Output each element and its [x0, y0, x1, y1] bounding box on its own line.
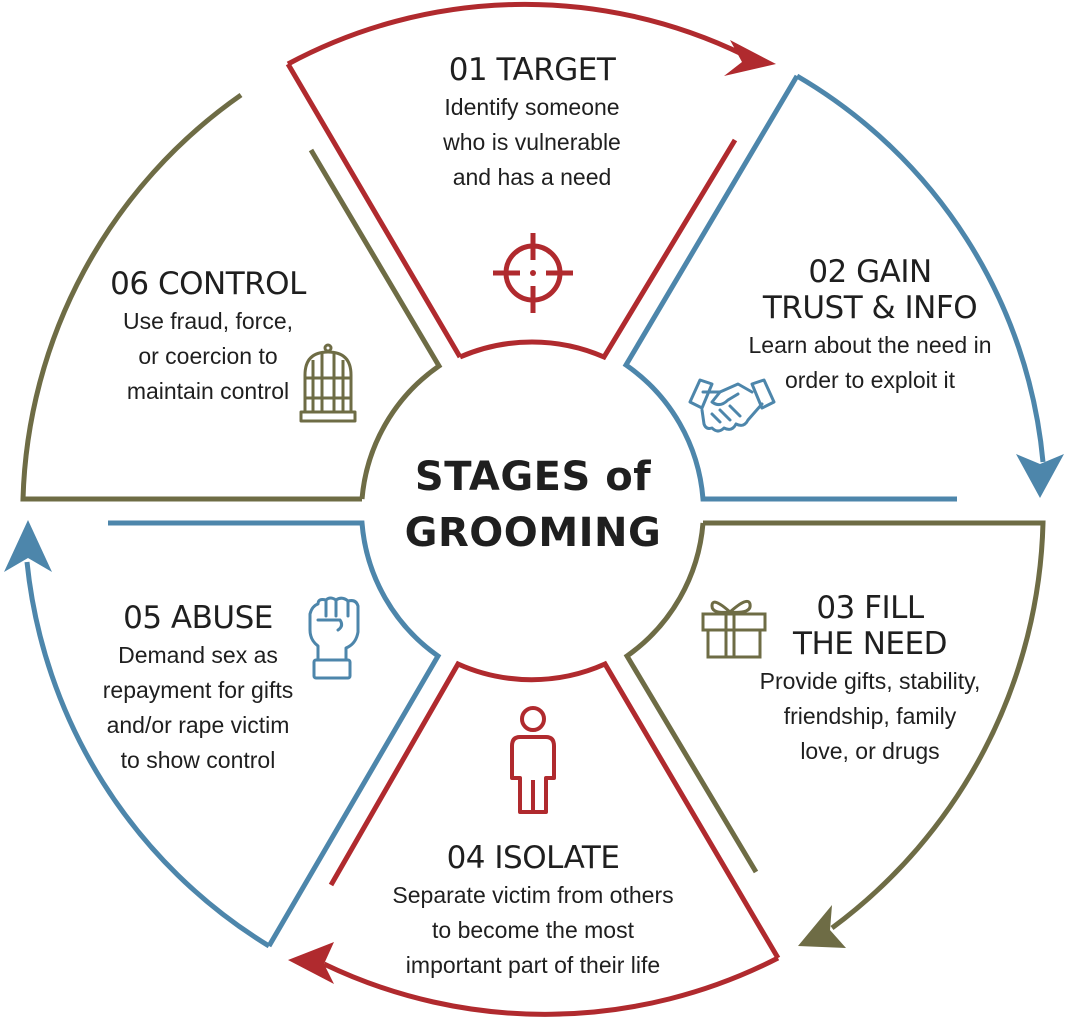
segment-04-isolate-outline	[328, 660, 781, 960]
stage-title-line-2: TRUST & INFO	[762, 290, 978, 326]
center-title-line-1: STAGES of	[414, 454, 652, 500]
stage-description: Use fraud, force, or coercion to maintai…	[122, 308, 294, 404]
handshake-icon	[688, 378, 776, 433]
person-icon	[510, 706, 556, 814]
stage-title-line-1: 03 FILL	[816, 590, 924, 626]
stage-title: 05 ABUSE	[123, 600, 273, 636]
stage-title: 01 TARGET	[448, 52, 616, 88]
segment-06-control-outline	[308, 148, 443, 500]
center-title-line-2: GROOMING	[404, 510, 662, 556]
segment-06-control-outline	[20, 92, 362, 502]
arrowhead-05	[4, 520, 52, 572]
center-title: STAGES of GROOMING	[383, 449, 683, 561]
stage-title-line-1: 02 GAIN	[808, 254, 932, 290]
stage-03-fill: 03 FILL THE NEED Provide gifts, stabilit…	[740, 590, 1000, 769]
stage-01-target: 01 TARGET Identify someone who is vulner…	[412, 52, 652, 195]
birdcage-icon	[299, 343, 357, 423]
arrowhead-01	[724, 40, 776, 76]
stage-description: Provide gifts, stability, friendship, fa…	[759, 668, 981, 764]
stage-02-trust: 02 GAIN TRUST & INFO Learn about the nee…	[730, 254, 1010, 398]
segment-05-abuse-outline	[108, 520, 442, 948]
fist-icon	[308, 596, 360, 680]
segment-01-target-outline	[459, 138, 738, 361]
stage-06-control: 06 CONTROL Use fraud, force, or coercion…	[78, 266, 338, 409]
segment-02-trust-outline	[795, 73, 1046, 463]
segment-02-trust-outline	[622, 74, 957, 502]
stage-title-line-2: THE NEED	[793, 626, 947, 662]
stage-description: Demand sex as repayment for gifts and/or…	[102, 642, 294, 773]
segment-04-isolate-outline	[322, 955, 780, 1017]
stage-title: 04 ISOLATE	[446, 840, 620, 876]
segment-01-target-outline	[286, 1, 746, 67]
stage-04-isolate: 04 ISOLATE Separate victim from others t…	[383, 840, 683, 983]
stage-description: Identify someone who is vulnerable and h…	[443, 94, 621, 190]
stage-title: 06 CONTROL	[110, 266, 306, 302]
crosshair-icon	[493, 233, 573, 313]
arrowhead-02	[1016, 454, 1064, 498]
stage-description: Separate victim from others to become th…	[392, 882, 674, 978]
stage-description: Learn about the need in order to exploit…	[748, 332, 992, 393]
arrowhead-03	[798, 905, 846, 948]
stage-05-abuse: 05 ABUSE Demand sex as repayment for gif…	[78, 600, 318, 778]
segment-03-fill-outline	[623, 522, 759, 874]
arrowhead-04	[288, 942, 334, 984]
segment-03-fill-outline	[703, 520, 1046, 931]
gift-icon	[701, 599, 767, 659]
segment-05-abuse-outline	[24, 561, 271, 949]
segment-01-target-outline	[285, 62, 463, 359]
